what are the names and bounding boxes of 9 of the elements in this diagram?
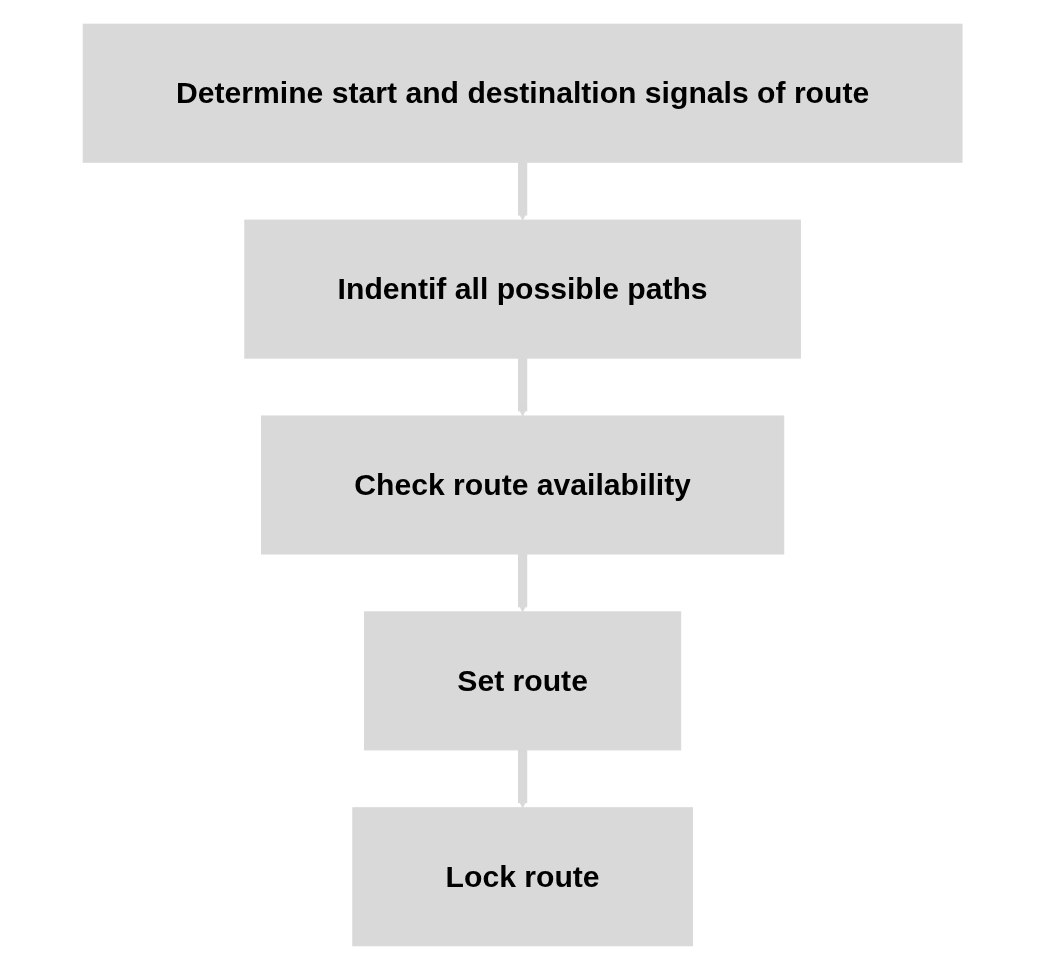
arrow (517, 553, 529, 612)
node-box: Check route availability (261, 414, 785, 555)
node-box: Indentif all possible paths (244, 219, 802, 359)
arrow (517, 161, 529, 221)
arrow (517, 749, 529, 808)
arrow (517, 357, 529, 416)
node-box: Lock route (352, 806, 694, 946)
node-box: Set route (364, 610, 682, 750)
node-box: Determine start and destinaltion signals of route (83, 23, 963, 163)
